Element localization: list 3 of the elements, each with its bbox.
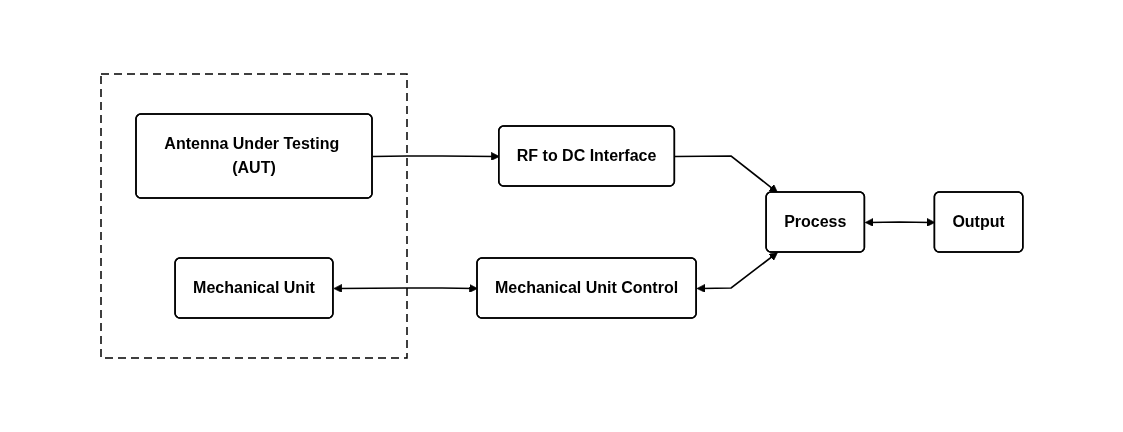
cluster	[99, 73, 408, 359]
arrow	[696, 252, 778, 293]
arrow	[673, 155, 778, 193]
